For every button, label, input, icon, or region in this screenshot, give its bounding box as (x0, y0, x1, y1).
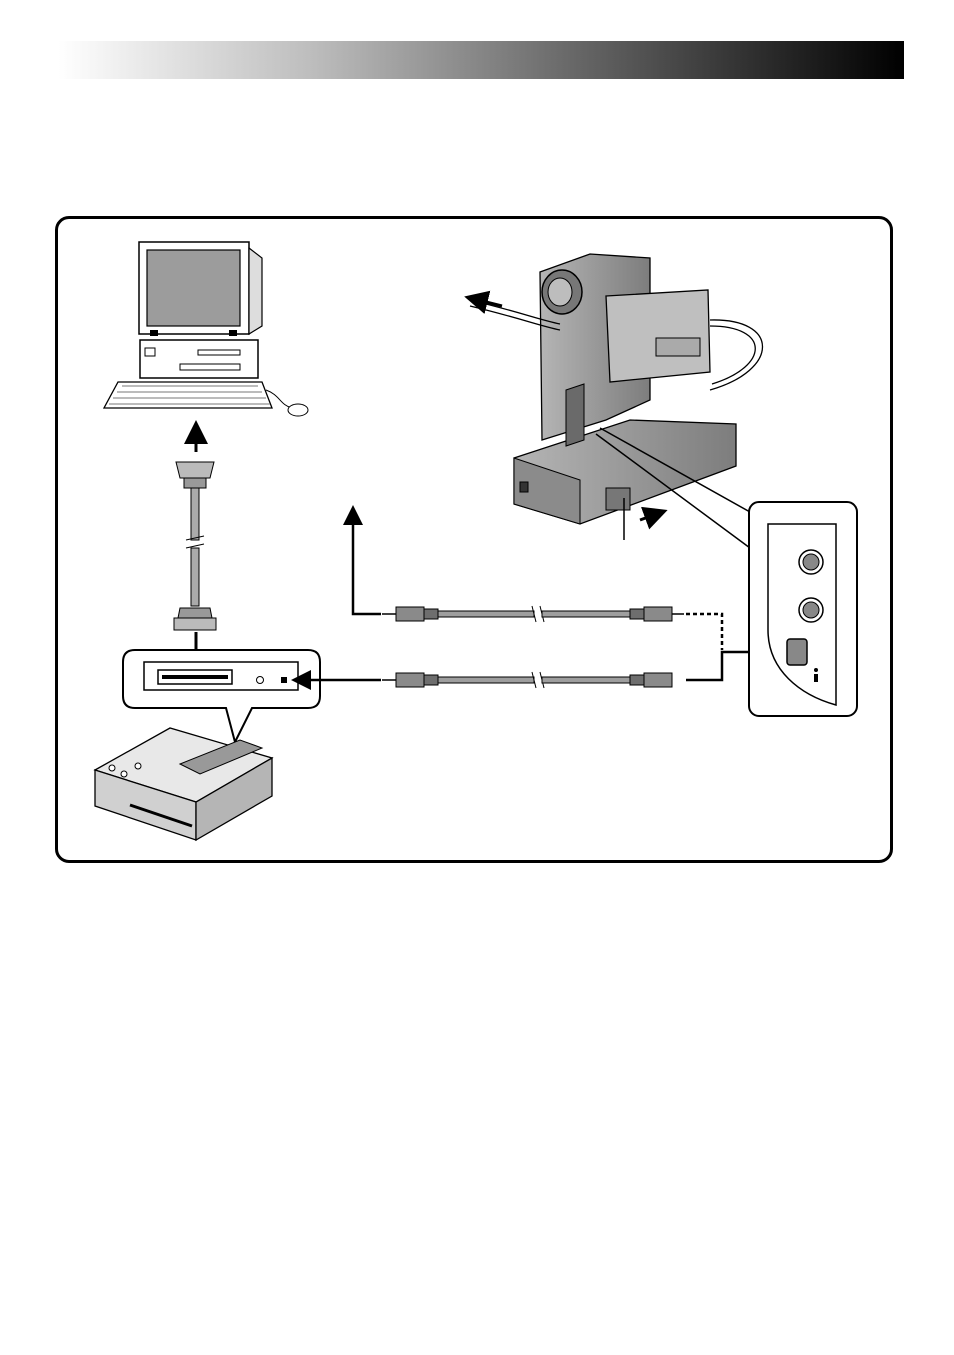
signal-cable-bottom (296, 652, 778, 688)
computer-illustration (104, 242, 308, 416)
parallel-cable (174, 462, 216, 630)
camcorder (470, 254, 763, 446)
printer-illustration (95, 728, 272, 840)
upward-arrow (353, 510, 381, 614)
printer-port-callout (123, 650, 320, 742)
jack-panel-callout (749, 502, 857, 716)
lever-arrow (640, 512, 662, 520)
signal-cable-top (382, 606, 722, 650)
